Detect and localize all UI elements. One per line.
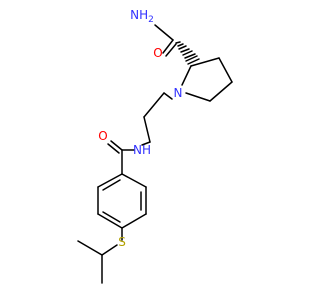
bond-n-ca bbox=[181, 65, 192, 86]
atom-s: S bbox=[118, 235, 126, 249]
bond-ar4-ar5 bbox=[97, 213, 123, 229]
bond-s-ch bbox=[101, 244, 118, 256]
bond-c5-n bbox=[185, 92, 211, 102]
bond-ch-me1 bbox=[77, 240, 103, 256]
bond-ar1-ar2 bbox=[121, 173, 147, 188]
atom-o-amide1: O bbox=[153, 46, 162, 60]
bond-c2-nh2 bbox=[154, 24, 174, 41]
bond-ch2b-ch2c bbox=[143, 116, 151, 143]
bond-ar-inner-3 bbox=[102, 179, 121, 191]
bond-c4-c5 bbox=[209, 81, 233, 102]
bond-carbonyl-o-a bbox=[110, 140, 123, 151]
atom-o-amide2: O bbox=[98, 129, 107, 143]
bond-ar3-ar4 bbox=[121, 213, 147, 229]
stereo-hash-bond bbox=[175, 41, 200, 65]
molecule-structure: NH2 O N NH O S bbox=[77, 8, 233, 284]
bond-ch2c-nh bbox=[141, 141, 151, 146]
bond-n-ch2a bbox=[163, 92, 173, 100]
bond-ch2a-ch2b bbox=[143, 92, 165, 118]
atom-nh2: NH2 bbox=[130, 8, 154, 25]
atom-n-ring: N bbox=[174, 86, 183, 100]
bond-c2-o-b bbox=[165, 43, 177, 57]
bond-ca-c3 bbox=[190, 57, 220, 67]
bond-c3-c4 bbox=[218, 57, 233, 83]
atom-labels: NH2 O N NH O S bbox=[98, 8, 182, 249]
bond-ar-inner-2 bbox=[102, 211, 121, 223]
atom-nh-amide: NH bbox=[133, 143, 151, 157]
bond-c2-o-a bbox=[162, 39, 174, 54]
bond-carbonyl-o-b bbox=[107, 143, 120, 154]
bonds bbox=[77, 24, 233, 284]
bond-ar6-ar1 bbox=[97, 173, 123, 188]
